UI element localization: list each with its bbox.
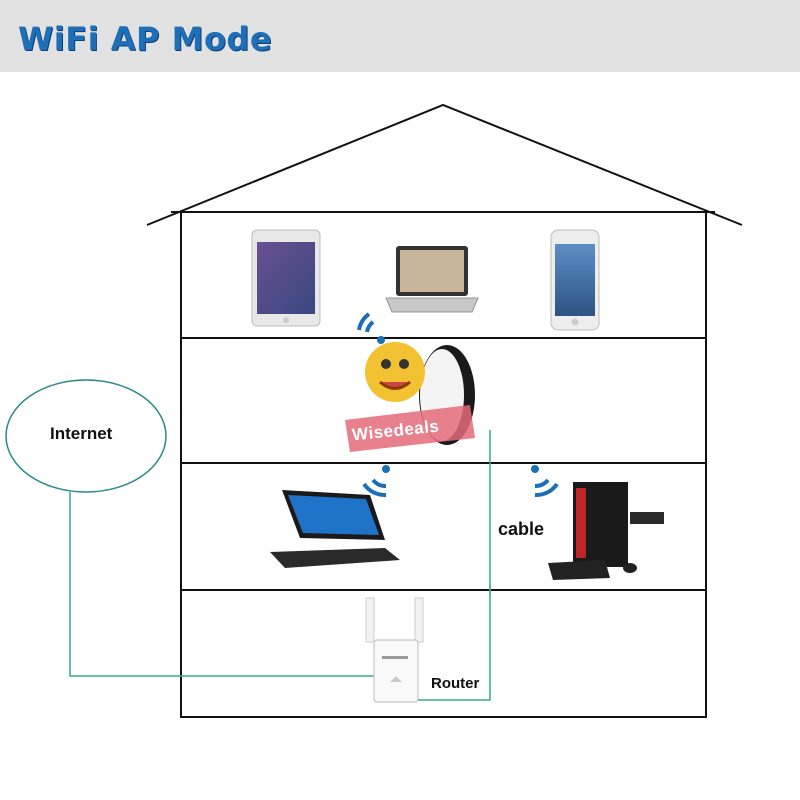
- desktop-pc-icon: [548, 482, 664, 580]
- wifi-signal-icon: [362, 465, 390, 498]
- laptop-icon: [385, 246, 479, 313]
- header-banner: WiFi AP Mode: [0, 0, 800, 72]
- smartphone-icon: [550, 229, 600, 331]
- cable-line: [69, 430, 491, 701]
- router-label: Router: [431, 675, 480, 692]
- router-icon: [365, 597, 424, 703]
- cable-label: cable: [498, 519, 545, 539]
- tablet-icon: [251, 229, 321, 327]
- watermark-ribbon: [345, 405, 475, 452]
- convertible-laptop-icon: [270, 490, 400, 568]
- internet-cloud: [5, 379, 167, 493]
- page-title: WiFi AP Mode: [18, 20, 273, 58]
- wifi-signal-icon: [531, 465, 559, 498]
- house-outline: [146, 103, 743, 718]
- internet-label: Internet: [50, 424, 113, 443]
- wifi-signal-icon: [357, 312, 385, 344]
